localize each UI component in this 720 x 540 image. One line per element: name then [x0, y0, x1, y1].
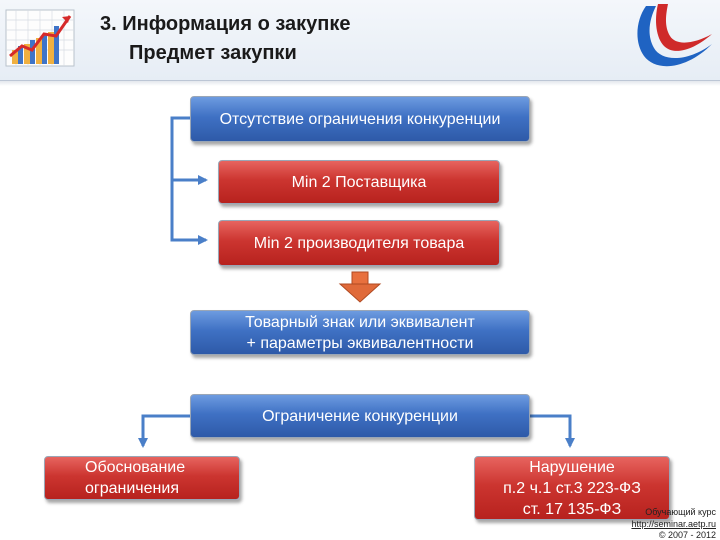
violation-box: Нарушение п.2 ч.1 ст.3 223-ФЗ ст. 17 135…: [474, 456, 670, 520]
restriction-box: Ограничение конкуренции: [190, 394, 530, 438]
header-bar: 3. Информация о закупке Предмет закупки: [0, 0, 720, 81]
footer-course: Обучающий курс: [645, 507, 716, 517]
justification-label-line1: Обоснование: [85, 459, 186, 476]
trademark-box: Товарный знак или эквивалент + параметры…: [190, 310, 530, 355]
arrow-down-icon: [338, 271, 382, 303]
header-shadow: [0, 80, 720, 86]
trademark-label-line1: Товарный знак или эквивалент: [245, 313, 475, 331]
justification-box: Обоснование ограничения: [44, 456, 240, 500]
arrow-to-violation: [528, 414, 575, 448]
min-suppliers-box: Min 2 Поставщика: [218, 160, 500, 204]
no-restriction-box: Отсутствие ограничения конкуренции: [190, 96, 530, 142]
arrow-to-justification: [138, 414, 190, 448]
justification-label-line2: ограничения: [85, 480, 179, 497]
min-manufacturers-box: Min 2 производителя товара: [218, 220, 500, 266]
page-title: 3. Информация о закупке: [100, 13, 351, 35]
violation-label-line3: ст. 17 135-ФЗ: [522, 500, 622, 518]
footer-url[interactable]: http://seminar.aetp.ru: [631, 519, 716, 529]
no-restriction-label: Отсутствие ограничения конкуренции: [219, 110, 501, 128]
violation-label-line1: Нарушение: [529, 458, 615, 476]
violation-label-line2: п.2 ч.1 ст.3 223-ФЗ: [503, 479, 641, 497]
min-suppliers-label: Min 2 Поставщика: [291, 173, 427, 191]
restriction-label: Ограничение конкуренции: [262, 407, 458, 425]
growth-chart-icon: [5, 9, 75, 67]
page-subtitle: Предмет закупки: [129, 42, 297, 64]
trademark-label-line2: + параметры эквивалентности: [246, 334, 474, 352]
min-manufacturers-label: Min 2 производителя товара: [253, 234, 465, 252]
logo-swoosh-icon: [637, 4, 712, 67]
footer-copyright: © 2007 - 2012: [658, 530, 716, 540]
